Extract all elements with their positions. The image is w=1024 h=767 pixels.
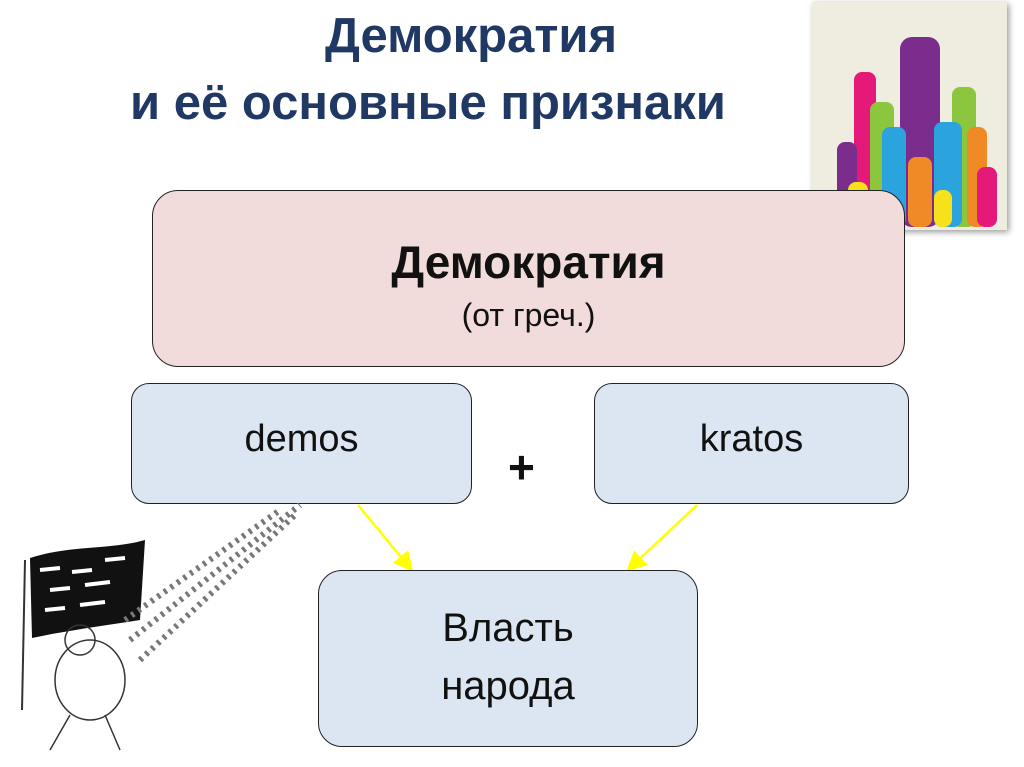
plus-sign: +: [508, 441, 535, 493]
demos-box: demos: [131, 383, 472, 504]
arrow-demos: [357, 504, 414, 572]
democracy-heading: Демократия: [391, 236, 666, 288]
kratos-label: kratos: [699, 418, 804, 460]
democracy-origin: (от греч.): [461, 297, 596, 333]
title-line-2: и её основные признаки: [130, 76, 726, 130]
demos-label: demos: [244, 418, 359, 460]
arrow-kratos: [626, 504, 698, 572]
title-line-1: Демократия: [325, 9, 618, 63]
democracy-box: Демократия (от греч.): [152, 190, 905, 367]
kratos-box: kratos: [594, 383, 909, 504]
marching-crowd-cartoon: [21, 502, 302, 751]
